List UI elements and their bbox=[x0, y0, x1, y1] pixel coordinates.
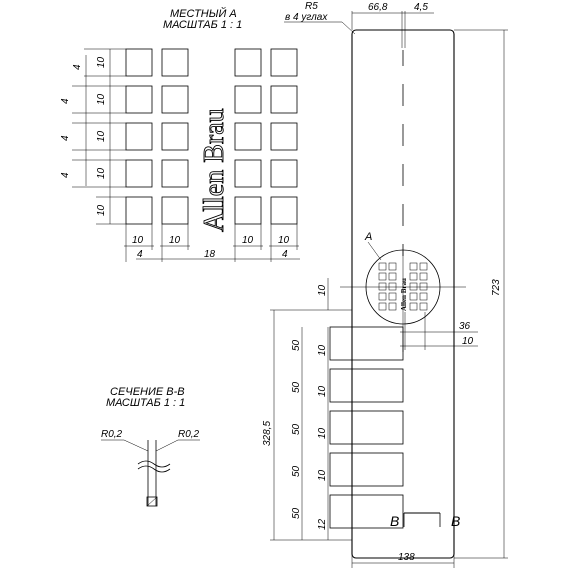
dim-a-10-c2: 10 bbox=[169, 235, 181, 246]
dim-a-4-b2: 4 bbox=[282, 249, 288, 260]
detail-a: МЕСТНЫЙ А МАСШТАБ 1 : 1 bbox=[60, 7, 300, 262]
dim-36: 36 bbox=[459, 321, 471, 332]
part-outline bbox=[351, 29, 455, 559]
detail-a-scale: МАСШТАБ 1 : 1 bbox=[163, 19, 242, 31]
dim-10-s2: 10 bbox=[317, 385, 328, 397]
dim-10-s1: 10 bbox=[317, 344, 328, 356]
dim-10-s3: 10 bbox=[317, 427, 328, 439]
dim-10-top: 10 bbox=[317, 284, 328, 296]
dim-50-5: 50 bbox=[291, 507, 302, 519]
callout-grid bbox=[378, 262, 428, 311]
dim-12: 12 bbox=[317, 518, 328, 530]
section-marker-right: В bbox=[451, 513, 460, 529]
detail-a-title: МЕСТНЫЙ А bbox=[170, 7, 237, 20]
dim-50-3: 50 bbox=[291, 423, 302, 435]
dim-138: 138 bbox=[398, 552, 415, 563]
detail-a-bottom-dims bbox=[124, 224, 300, 262]
detail-a-grid bbox=[125, 48, 298, 225]
slot-2 bbox=[329, 368, 404, 403]
dim-a-10-c3: 10 bbox=[242, 235, 254, 246]
r5-label: R5 bbox=[305, 1, 318, 12]
section-bb-title: СЕЧЕНИЕ В-В bbox=[110, 386, 185, 398]
section-bb-radius-right: R0,2 bbox=[178, 429, 200, 440]
slot-4 bbox=[329, 452, 404, 487]
slot-5 bbox=[329, 494, 404, 529]
dim-66-8: 66,8 bbox=[368, 2, 388, 13]
detail-a-logo: Allen Brau bbox=[199, 108, 230, 232]
dim-50-4: 50 bbox=[291, 465, 302, 477]
slot-1 bbox=[329, 326, 404, 361]
dim-50-2: 50 bbox=[291, 381, 302, 393]
dim-a-4-r2: 4 bbox=[60, 98, 71, 104]
dim-a-10-r1: 10 bbox=[96, 56, 107, 68]
dim-723: 723 bbox=[491, 279, 502, 296]
dim-a-18: 18 bbox=[204, 249, 216, 260]
dim-a-10-r4: 10 bbox=[96, 167, 107, 179]
slot-3 bbox=[329, 410, 404, 445]
dim-a-4-r1: 4 bbox=[72, 64, 83, 70]
dim-10-right: 10 bbox=[462, 336, 474, 347]
dim-a-10-c4: 10 bbox=[278, 235, 290, 246]
callout-a: A bbox=[364, 231, 372, 243]
section-bb-radius-left: R0,2 bbox=[101, 429, 123, 440]
dim-a-10-c1: 10 bbox=[132, 235, 144, 246]
dim-328-5: 328,5 bbox=[262, 421, 273, 446]
dim-a-10-r5: 10 bbox=[96, 204, 107, 216]
section-bb: СЕЧЕНИЕ В-В МАСШТАБ 1 : 1 R0,2 R0,2 bbox=[101, 386, 200, 507]
slot-group bbox=[329, 326, 404, 529]
dim-10-s4: 10 bbox=[317, 469, 328, 481]
callout-logo: Allen Brau bbox=[400, 278, 408, 311]
dim-a-10-r2: 10 bbox=[96, 93, 107, 105]
corner-note: в 4 углах bbox=[285, 12, 328, 23]
dim-4-5: 4,5 bbox=[414, 2, 428, 13]
main-view: 66,8 4,5 R5 в 4 углах 723 138 A bbox=[262, 1, 508, 568]
dim-a-10-r3: 10 bbox=[96, 130, 107, 142]
dim-a-4-b1: 4 bbox=[137, 249, 143, 260]
section-bb-scale: МАСШТАБ 1 : 1 bbox=[106, 397, 185, 409]
dim-a-4-r4: 4 bbox=[60, 172, 71, 178]
detail-a-left-dims bbox=[72, 48, 126, 225]
dim-50-1: 50 bbox=[291, 339, 302, 351]
dim-a-4-r3: 4 bbox=[60, 135, 71, 141]
section-marker-left: В bbox=[390, 513, 399, 529]
